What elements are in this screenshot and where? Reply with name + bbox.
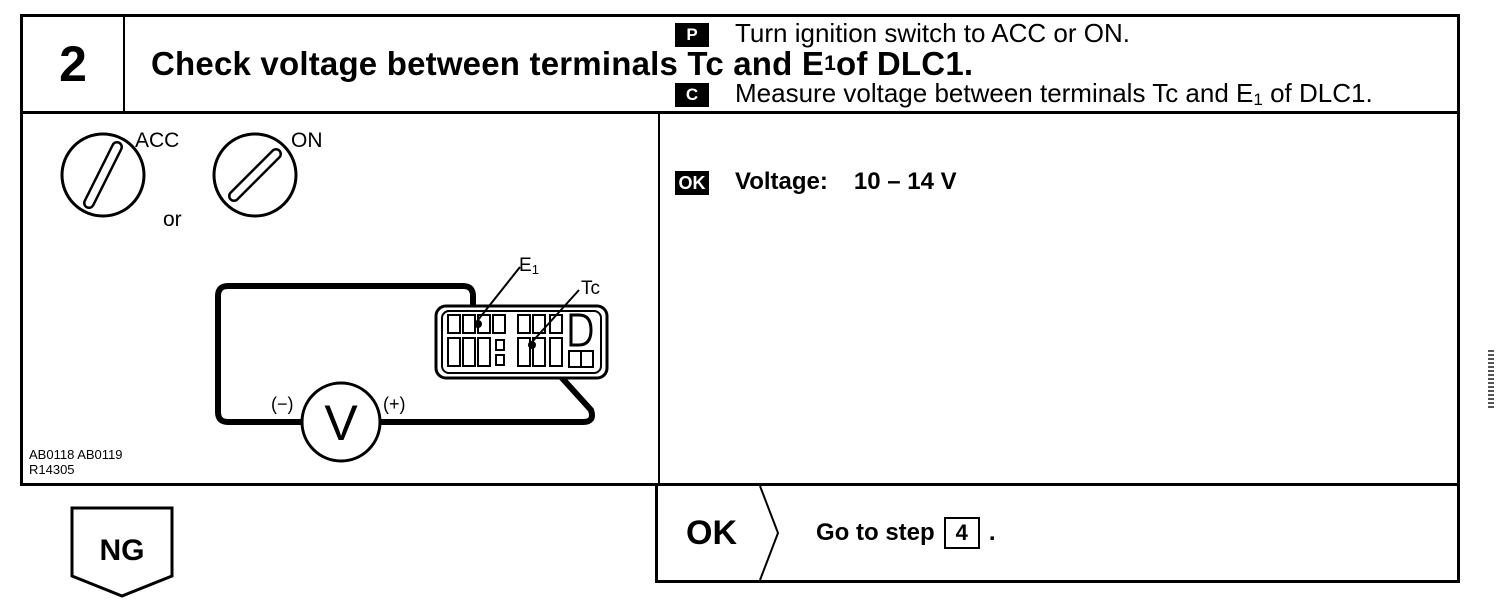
- label-negative: (−): [271, 394, 294, 414]
- title-main: Check voltage between terminals Tc and E: [151, 45, 825, 82]
- ignition-key-acc-icon: [60, 132, 146, 218]
- wiring-diagram-panel: ACC or ON V (−) (+): [23, 114, 660, 483]
- label-on: ON: [291, 129, 323, 152]
- voltmeter-icon: V: [300, 381, 382, 463]
- procedure-steps: P Turn ignition switch to ACC or ON. C M…: [655, 18, 1425, 197]
- step-check-text: Measure voltage between terminals Tc and…: [735, 78, 1373, 109]
- label-acc: ACC: [135, 129, 179, 152]
- label-or: or: [163, 208, 182, 231]
- ng-branch[interactable]: NG: [70, 506, 174, 605]
- step-check: C Measure voltage between terminals Tc a…: [655, 78, 1425, 166]
- ok-branch: OK Go to step 4 .: [655, 483, 1460, 583]
- step-title: Check voltage between terminals Tc and E…: [151, 17, 973, 111]
- label-e1: E1: [519, 255, 539, 277]
- label-positive: (+): [383, 394, 406, 414]
- badge-ok: OK: [675, 171, 709, 195]
- title-end: of DLC1.: [835, 45, 974, 82]
- scan-margin-mark: [1488, 350, 1494, 410]
- goto-prefix: Go to step: [816, 519, 935, 546]
- goto-suffix: .: [988, 519, 996, 546]
- ok-criteria: Voltage: 10 – 14 V: [735, 166, 1425, 197]
- ng-label: NG: [100, 534, 145, 567]
- step-number-cell: 2: [23, 17, 125, 111]
- step-number: 2: [59, 36, 87, 92]
- badge-c: C: [675, 83, 709, 107]
- ng-arrow-icon: NG: [70, 506, 174, 598]
- probe-wire-negative: [215, 283, 476, 425]
- ok-criteria-value: 10 – 14 V: [853, 168, 957, 195]
- tc-leader-line: [531, 289, 580, 343]
- meter-symbol: V: [324, 395, 358, 451]
- goto-instruction[interactable]: Go to step 4 .: [816, 486, 996, 580]
- badge-p: P: [675, 23, 709, 47]
- step-prepare-text: Turn ignition switch to ACC or ON.: [735, 18, 1130, 48]
- goto-step-number[interactable]: 4: [943, 517, 980, 549]
- ignition-key-on-icon: [212, 132, 298, 218]
- step-ok: OK Voltage: 10 – 14 V: [655, 166, 1425, 197]
- step-prepare: P Turn ignition switch to ACC or ON.: [655, 18, 1425, 78]
- figure-ref-line-1: AB0118 AB0119: [29, 447, 123, 462]
- ok-branch-label: OK: [686, 513, 737, 552]
- figure-ref-line-2: R14305: [29, 462, 75, 477]
- ok-criteria-label: Voltage:: [735, 168, 828, 195]
- probe-wire-positive: [381, 343, 595, 425]
- title-subscript: 1: [824, 52, 836, 75]
- wiring-diagram: ACC or ON V (−) (+): [29, 129, 609, 477]
- dlc1-connector-icon: [434, 304, 609, 380]
- e1-leader-line: [477, 266, 521, 321]
- chevron-right-icon: [759, 486, 780, 580]
- label-tc: Tc: [581, 278, 600, 299]
